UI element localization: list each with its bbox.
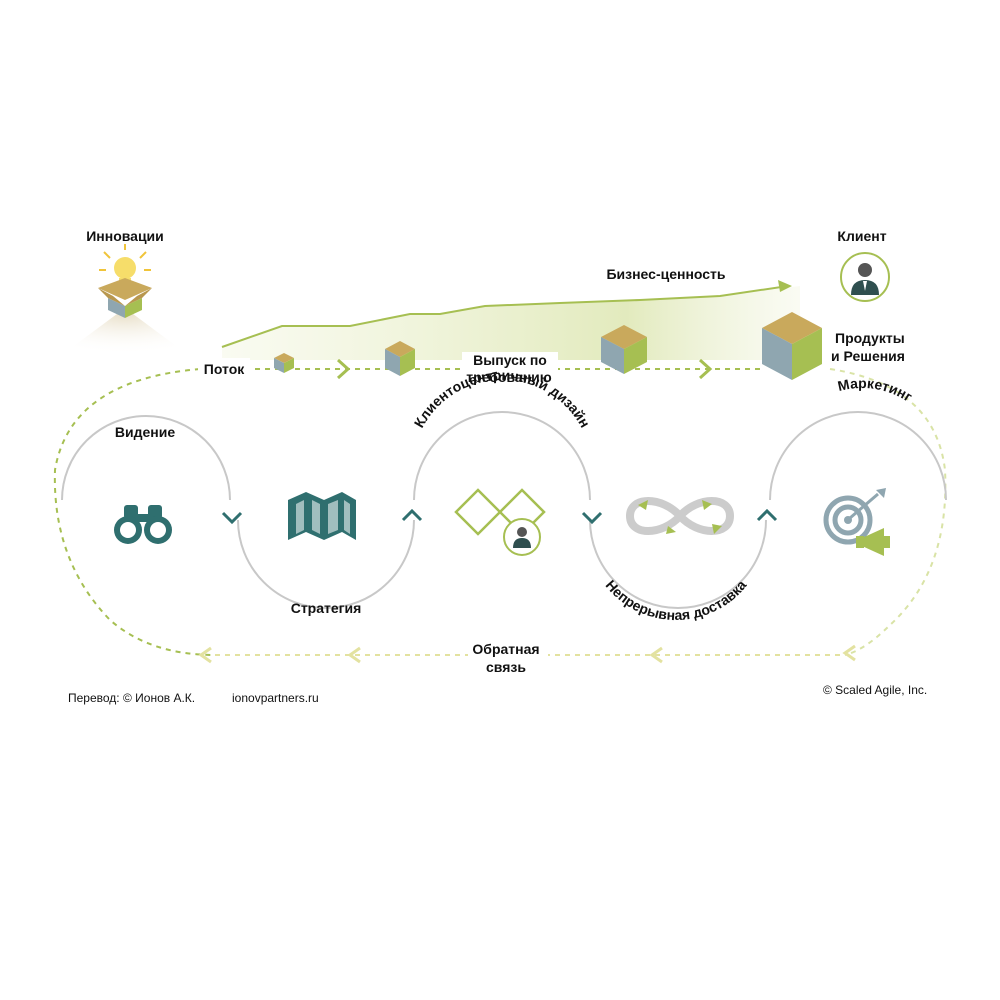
strategy-label: Стратегия: [291, 600, 362, 616]
marketing-label: Маркетинг: [836, 375, 915, 405]
products-label-line1: Продукты: [835, 330, 905, 346]
client-avatar-icon: [840, 252, 890, 302]
business-value-label: Бизнес-ценность: [606, 266, 725, 282]
binoculars-icon: [114, 505, 172, 544]
feedback-label-bg: [468, 640, 548, 676]
translation-credit: Перевод: © Ионов А.К.: [68, 691, 195, 705]
innovation-glow: [55, 308, 195, 360]
diamonds-person-icon: [454, 488, 546, 556]
client-label: Клиент: [837, 228, 886, 244]
continuous-delivery-text: Непрерывная доставка: [603, 577, 750, 623]
business-value-band: [221, 280, 800, 360]
feedback-label-line1: Обратная: [472, 641, 539, 657]
products-label-line2: и Решения: [831, 348, 905, 364]
flow-arrows: [336, 358, 713, 380]
vision-label: Видение: [115, 424, 175, 440]
marketing-text: Маркетинг: [836, 375, 915, 405]
flow-label-bg: [198, 358, 250, 378]
flow-label: Поток: [204, 361, 245, 377]
innovation-label: Инновации: [86, 228, 164, 244]
site-credit: ionovpartners.ru: [232, 691, 319, 705]
copyright: © Scaled Agile, Inc.: [823, 683, 927, 697]
customer-design-label: Клиентоцентричный дизайн: [411, 367, 594, 430]
customer-design-text: Клиентоцентричный дизайн: [411, 367, 594, 430]
release-label-line2: требованию: [466, 369, 551, 385]
continuous-delivery-label: Непрерывная доставка: [603, 577, 750, 623]
inner-wave: [61, 411, 947, 609]
cube-large: [601, 325, 647, 374]
infinity-icon: [625, 497, 735, 535]
cube-medium: [385, 341, 415, 376]
cube-xlarge: [762, 312, 822, 380]
feedback-arrows: [198, 644, 856, 664]
lightbulb-box-icon: [98, 244, 152, 318]
target-megaphone-icon: [823, 488, 890, 556]
map-icon: [288, 492, 356, 540]
cube-small: [274, 353, 294, 373]
feedback-label-line2: связь: [486, 659, 526, 675]
release-label-line1: Выпуск по: [473, 352, 547, 368]
release-label-bg: [462, 352, 558, 388]
